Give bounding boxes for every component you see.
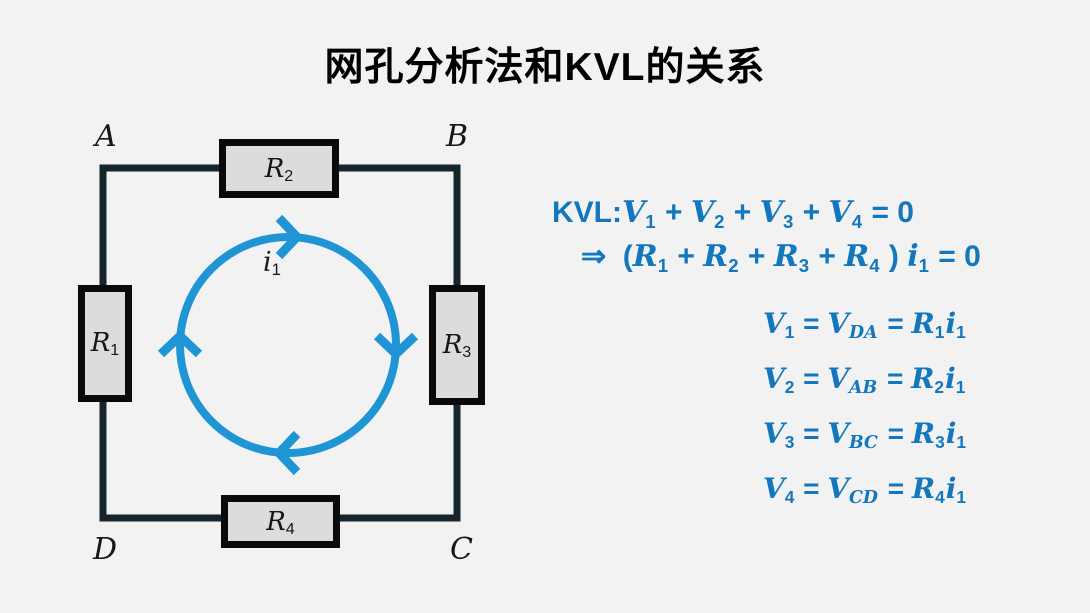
resistor-box-r1 (78, 285, 132, 402)
mesh-current-label: i1 (263, 247, 281, 280)
node-label-a: A (95, 119, 117, 154)
node-label-d: D (93, 532, 118, 567)
resistor-label-r1: R1 (90, 328, 120, 360)
kvl-equation-line1: KVL:V1 + V2 + V3 + V4 = 0 (552, 195, 914, 232)
mesh-arrow-top-icon (275, 214, 304, 260)
resistor-label-r4: R4 (266, 507, 295, 539)
v-equation-4: V4 = VCD = R4i1 (763, 472, 967, 509)
node-label-c: C (450, 532, 473, 567)
mesh-current-circle (176, 233, 400, 457)
v-equation-1: V1 = VDA = R1i1 (763, 307, 966, 344)
v-equation-2: V2 = VAB = R2i1 (763, 362, 966, 399)
resistor-box-r3 (429, 285, 485, 405)
resistor-box-r2 (219, 139, 339, 198)
kvl-equation-line2: ⇒ (R1 + R2 + R3 + R4 ) i1 = 0 (581, 239, 981, 276)
v-equation-3: V3 = VBC = R3i1 (763, 417, 967, 454)
node-label-b: B (446, 119, 469, 154)
page-title: 网孔分析法和KVL的关系 (324, 46, 766, 89)
resistor-box-r4 (221, 495, 340, 548)
resistor-label-r3: R3 (442, 330, 472, 362)
resistor-label-r2: R2 (264, 154, 294, 186)
mesh-arrow-right-icon (373, 332, 419, 361)
mesh-arrow-left-icon (157, 329, 203, 358)
mesh-arrow-bottom-icon (272, 430, 301, 476)
